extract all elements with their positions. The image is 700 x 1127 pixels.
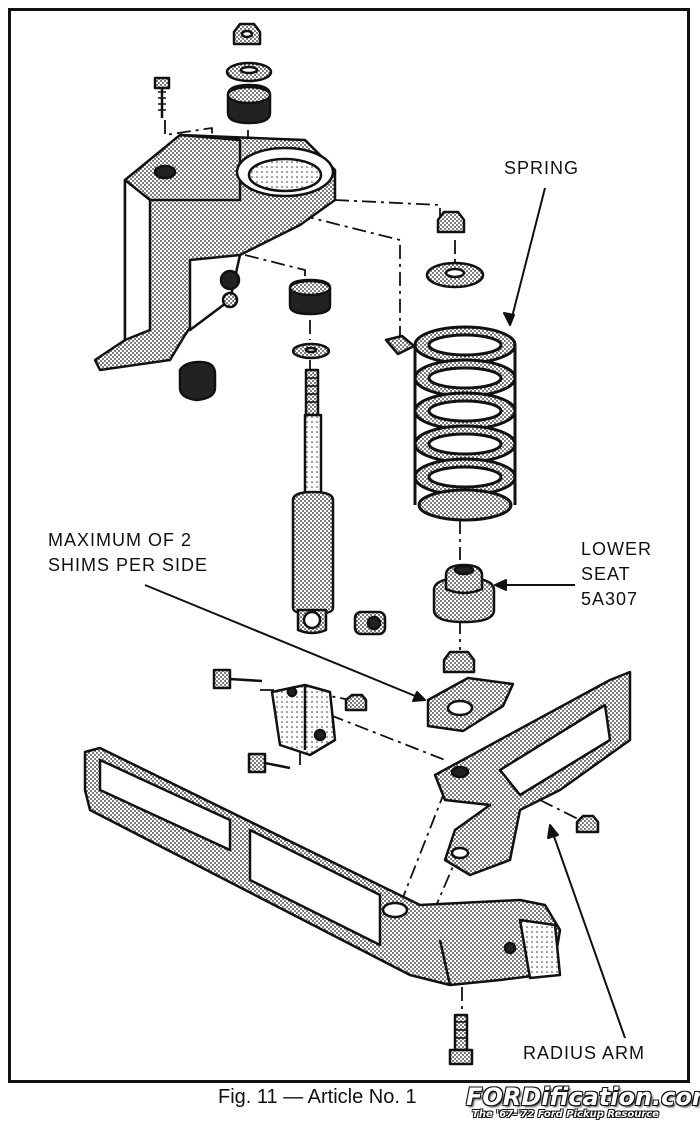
seat-nut	[442, 650, 476, 674]
shock-insulator	[288, 278, 332, 316]
arm-nut	[575, 814, 600, 834]
shock-absorber	[291, 368, 335, 635]
spring-upper-bracket	[93, 133, 337, 402]
upper-washer	[225, 61, 273, 83]
watermark-logo: FORDification.com The '67-'72 Ford Picku…	[466, 1083, 700, 1125]
label-lower-seat-line2: SEAT	[581, 564, 631, 584]
coil-spring	[413, 325, 517, 522]
shock-lower-bracket	[270, 683, 337, 757]
bracket-bolt-upper	[212, 668, 263, 690]
label-lower-seat-line3: 5A307	[581, 589, 639, 609]
upper-insulator	[226, 83, 272, 125]
spring-retainer	[425, 261, 485, 289]
upper-nut	[232, 22, 262, 46]
bracket-nut	[344, 693, 368, 712]
label-shims-line1: MAXIMUM OF 2	[48, 530, 193, 550]
spring-nut	[436, 210, 466, 234]
arm-bolt	[448, 1013, 474, 1066]
label-shims-line2: SHIMS PER SIDE	[48, 555, 209, 575]
bracket-bolt-lower	[247, 752, 291, 774]
spring-clip	[384, 334, 416, 356]
shock-bushing	[353, 610, 387, 636]
watermark-tagline: The '67-'72 Ford Pickup Resource	[472, 1109, 659, 1120]
label-radius-arm: RADIUS ARM	[523, 1043, 646, 1063]
spring-shim	[426, 676, 515, 733]
lower-spring-seat	[432, 563, 496, 624]
mounting-bolt	[153, 76, 171, 118]
caption-text: Fig. 11 — Article No. 1	[218, 1086, 417, 1108]
leader-lines	[144, 187, 626, 1039]
shock-washer	[291, 342, 331, 360]
axle-beam	[433, 670, 632, 877]
label-spring: SPRING	[504, 158, 580, 178]
label-lower-seat-line1: LOWER	[581, 539, 653, 559]
watermark-brand: FORDification.com	[466, 1083, 700, 1111]
radius-arm	[83, 746, 562, 987]
